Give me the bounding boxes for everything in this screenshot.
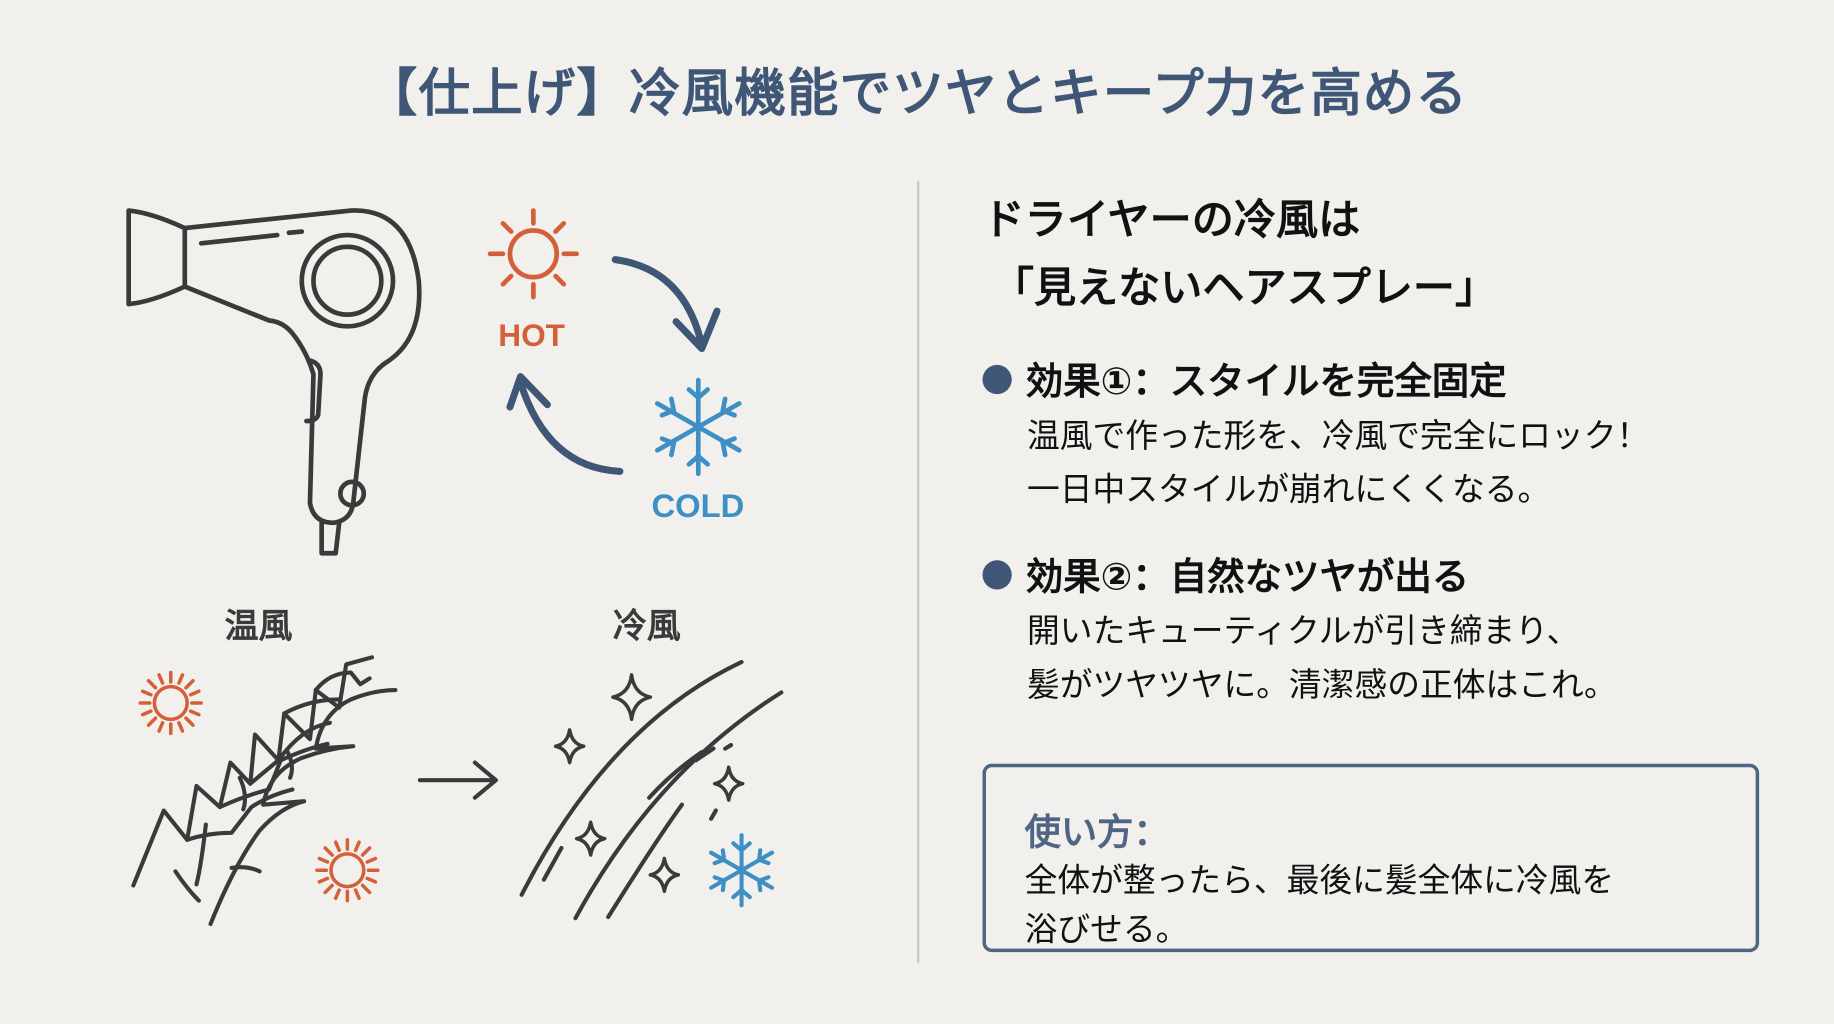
bullet-icon xyxy=(982,559,1012,589)
howto-box: 使い方： 全体が整ったら、最後に髪全体に冷風を 浴びせる。 xyxy=(982,763,1760,954)
snowflake-icon-cold xyxy=(654,377,742,477)
content-heading: ドライヤーの冷風は 「見えないヘアスプレー」 xyxy=(982,187,1497,323)
effect-item-2: 効果②：自然なツヤが出る 開いたキューティクルが引き締まり、 髪がツヤツヤに。清… xyxy=(982,549,1617,713)
hair-dryer-icon xyxy=(126,208,422,556)
effect-line: 一日中スタイルが崩れにくくなる。 xyxy=(1026,470,1551,509)
cold-label: COLD xyxy=(651,487,745,524)
hot-label: HOT xyxy=(498,318,565,354)
howto-body: 全体が整ったら、最後に髪全体に冷風を 浴びせる。 xyxy=(1025,856,1750,954)
howto-line-1: 全体が整ったら、最後に髪全体に冷風を xyxy=(1024,860,1615,900)
effect-item-1: 効果①：スタイルを完全固定 温風で作った形を、冷風で完全にロック！ 一日中スタイ… xyxy=(982,353,1649,517)
cool-air-label: 冷風 xyxy=(612,605,681,646)
howto-line-2: 浴びせる。 xyxy=(1024,909,1189,949)
sun-icon xyxy=(138,670,203,736)
sparkle-icon xyxy=(553,673,745,894)
sun-icon-hot xyxy=(487,208,579,300)
illustration-panel xyxy=(126,208,784,927)
damaged-hair-icon xyxy=(131,655,398,927)
cycle-arrow-icon xyxy=(506,256,721,475)
heading-line-2: 「見えないヘアスプレー」 xyxy=(991,264,1498,313)
arrow-right-icon xyxy=(417,760,498,800)
smooth-hair-icon xyxy=(519,659,784,921)
sun-icon xyxy=(315,838,380,903)
effect-line: 温風で作った形を、冷風で完全にロック！ xyxy=(1026,416,1650,455)
bullet-icon xyxy=(982,364,1012,394)
column-divider xyxy=(916,181,920,963)
effect-title: 効果①：スタイルを完全固定 xyxy=(1025,359,1507,404)
effect-title: 効果②：自然なツヤが出る xyxy=(1025,554,1470,599)
howto-title: 使い方： xyxy=(1024,811,1170,854)
effect-line: 開いたキューティクルが引き締まり、 xyxy=(1026,611,1580,651)
heading-line-1: ドライヤーの冷風は xyxy=(982,196,1361,245)
snowflake-icon xyxy=(709,833,775,908)
effect-line: 髪がツヤツヤに。清潔感の正体はこれ。 xyxy=(1026,665,1617,705)
page-title: 【仕上げ】冷風機能でツヤとキープ力を高める xyxy=(365,64,1469,124)
warm-air-label: 温風 xyxy=(224,605,293,646)
